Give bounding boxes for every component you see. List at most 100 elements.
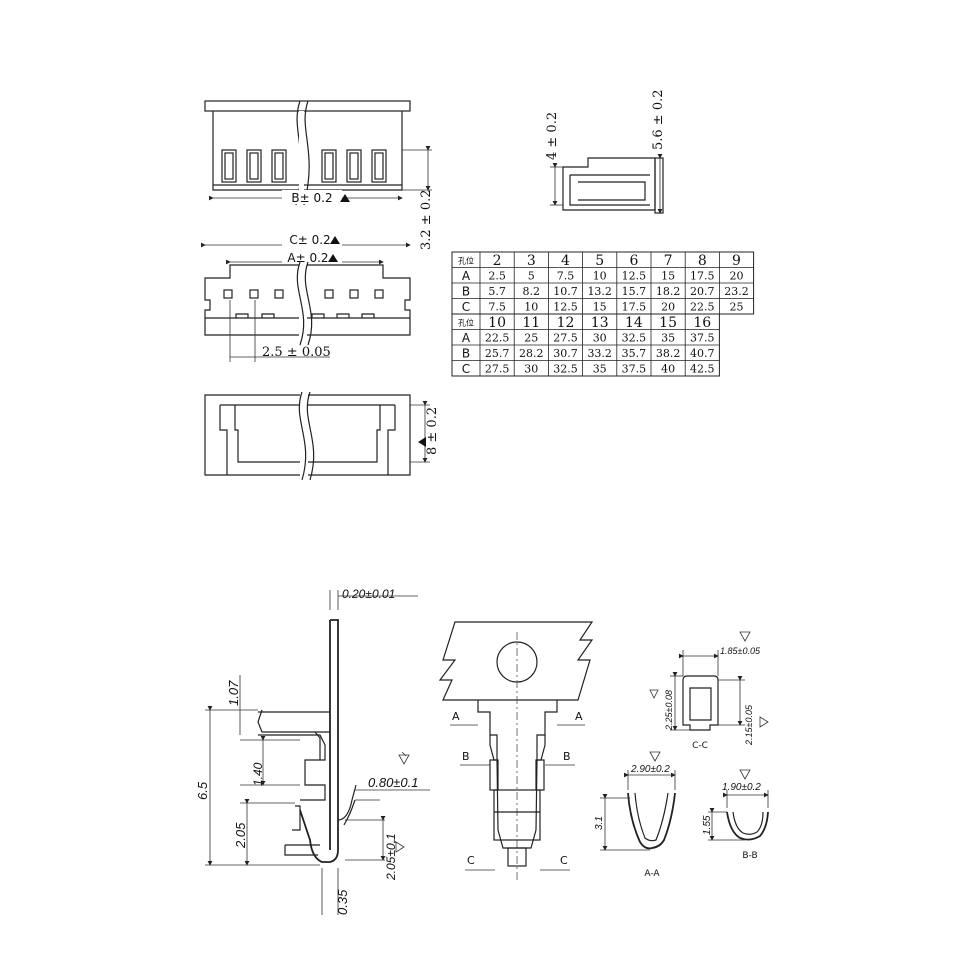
table-header-cell: 5 (595, 253, 604, 269)
table-cell: 30 (593, 331, 607, 344)
table-header-cell: 10 (488, 315, 506, 331)
table-row-label: B (462, 284, 470, 298)
table-cell: 23.2 (724, 285, 749, 298)
table-cell: 17.5 (690, 269, 715, 282)
section-a-left: A (452, 710, 460, 723)
c-dim-label: C± 0.2 (289, 233, 330, 247)
table-cell: 10.7 (553, 285, 578, 298)
section-cc: 1.85±0.05 2.25±0.08 2.15±0.05 C-C (649, 631, 769, 751)
table-header-cell: 2 (493, 253, 502, 269)
surface-finish-icon (393, 839, 405, 853)
table-header-cell: 4 (561, 253, 570, 269)
section-b-right: B (563, 750, 571, 763)
table-cell: 15 (661, 269, 675, 282)
table-row-label: A (462, 269, 471, 283)
table-row-label: A (462, 331, 471, 345)
table-cell: 30.7 (553, 347, 578, 360)
table-header-cell: 12 (557, 315, 575, 331)
d080-label: 0.80±0.1 (368, 775, 419, 790)
table-header-cell: 9 (732, 253, 741, 269)
table-cell: 30 (524, 362, 538, 375)
table-cell: 25.7 (485, 347, 510, 360)
section-c-right: C (560, 854, 568, 867)
d205-label: 2.05 (233, 822, 248, 849)
table-header-cell: 13 (591, 315, 609, 331)
bb-190-label: 1.90±0.2 (722, 782, 761, 793)
table-cell: 35 (593, 362, 607, 375)
aa-31-label: 3.1 (594, 816, 605, 830)
terminal-front-view: A A B B C C (438, 621, 594, 880)
table-cell: 20.7 (690, 285, 715, 298)
surface-finish-icon (739, 631, 751, 642)
table-cell: 17.5 (622, 300, 647, 313)
table-cell: 40 (661, 362, 675, 375)
housing-front-view: C± 0.2 A± 0.2 2.5 ± 0.05 (201, 233, 411, 362)
table-cell: 13.2 (587, 285, 612, 298)
d65-label: 6.5 (195, 781, 210, 800)
surface-finish-icon (649, 689, 659, 699)
table-row-label: C (462, 300, 470, 314)
height-32-label: 3.2 ± 0.2 (419, 189, 434, 250)
table-cell: 20 (730, 269, 744, 282)
surface-finish-icon (739, 769, 751, 780)
bb-label: B-B (742, 851, 757, 861)
table-cell: 38.2 (656, 347, 681, 360)
aa-290-label: 2.90±0.2 (630, 764, 670, 775)
section-a-right: A (575, 710, 583, 723)
triangle-icon (328, 254, 338, 262)
table-cell: 28.2 (519, 347, 544, 360)
table-cell: 25 (730, 300, 744, 313)
table-cell: 18.2 (656, 285, 681, 298)
side-56-label: 5.6 ± 0.2 (651, 89, 666, 150)
triangle-icon (330, 236, 340, 244)
table-cell: 32.5 (622, 331, 647, 344)
table-header-cell: 6 (629, 253, 638, 269)
table-cell: 35 (661, 331, 675, 344)
table-header-cell: 11 (522, 315, 540, 331)
table-row-label: B (462, 346, 470, 360)
table-cell: 27.5 (553, 331, 578, 344)
a-dim-label: A± 0.2 (287, 251, 328, 265)
b-dim-label: B± 0.2 (291, 191, 332, 205)
aa-label: A-A (644, 869, 660, 879)
side-4-label: 4 ± 0.2 (545, 112, 560, 160)
table-row-label: C (462, 362, 470, 376)
table-corner: 孔位 (458, 255, 474, 265)
table-cell: 22.5 (485, 331, 510, 344)
table-cell: 7.5 (557, 269, 575, 282)
surface-finish-icon (398, 751, 410, 765)
table-cell: 22.5 (690, 300, 715, 313)
table-cell: 32.5 (553, 362, 578, 375)
d035-label: 0.35 (335, 889, 350, 915)
d140-label: 1.40 (251, 762, 265, 786)
table-cell: 27.5 (485, 362, 510, 375)
table-header-cell: 7 (664, 253, 673, 269)
triangle-icon (340, 194, 350, 202)
table-cell: 12.5 (622, 269, 647, 282)
table-header-cell: 3 (527, 253, 536, 269)
section-bb: 1.90±0.2 1.55 B-B (702, 769, 769, 861)
surface-finish-icon (649, 751, 661, 762)
table-cell: 25 (524, 331, 538, 344)
table-cell: 15 (593, 300, 607, 313)
surface-finish-icon (759, 716, 769, 728)
table-cell: 10 (524, 300, 538, 313)
section-aa: 2.90±0.2 3.1 A-A (594, 751, 676, 879)
table-cell: 8.2 (523, 285, 541, 298)
table-header-cell: 14 (625, 315, 643, 331)
table-header-cell: 16 (693, 315, 711, 331)
section-b-left: B (462, 750, 470, 763)
pitch-label: 2.5 ± 0.05 (262, 345, 331, 360)
table-header-cell: 8 (698, 253, 707, 269)
cc-225-label: 2.25±0.08 (664, 690, 674, 731)
table-cell: 33.2 (587, 347, 612, 360)
table-cell: 20 (661, 300, 675, 313)
slot-row (221, 149, 387, 183)
table-cell: 40.7 (690, 347, 715, 360)
triangle-icon (418, 437, 426, 447)
cc-185-label: 1.85±0.05 (720, 646, 761, 656)
housing-side-view: 4 ± 0.2 5.6 ± 0.2 (545, 89, 666, 214)
cc-label: C-C (692, 741, 708, 751)
